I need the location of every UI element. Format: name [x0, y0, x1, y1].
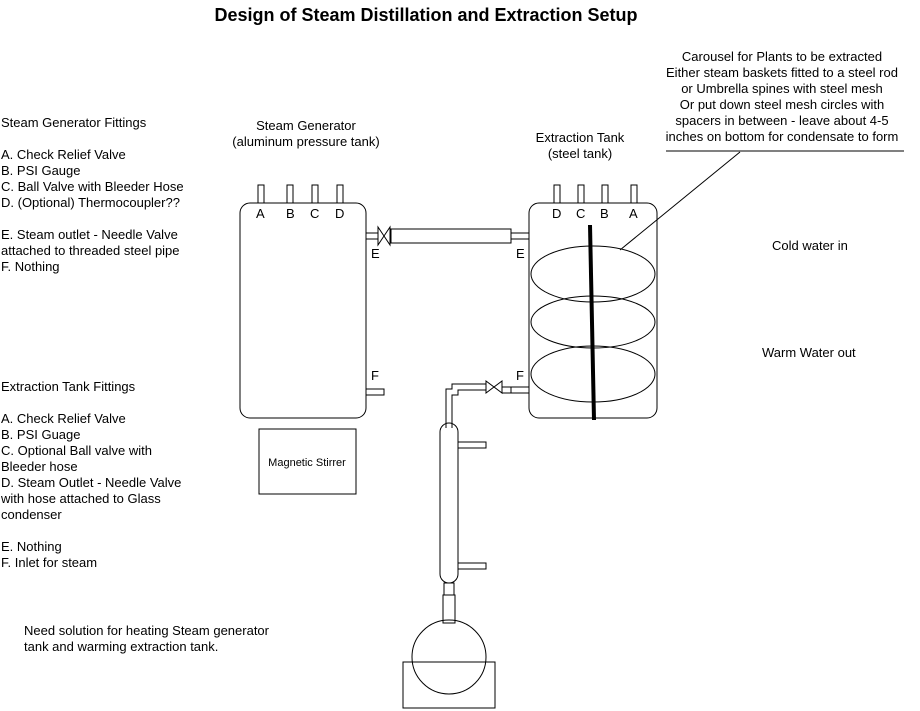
carousel-note-line-6: inches on bottom for condensate to form [665, 129, 899, 144]
sg-port-e [365, 232, 379, 240]
et-fitting-d: D. Steam Outlet - Needle Valve [1, 475, 182, 490]
et-fitting-c-cont: Bleeder hose [1, 459, 78, 474]
et-fitting-e: E. Nothing [1, 539, 62, 554]
et-port-label-d: D [552, 206, 561, 221]
extraction-tank-label: Extraction Tank [535, 130, 625, 145]
extraction-tank [510, 184, 658, 421]
et-port-label-e: E [516, 246, 525, 261]
steam-pipe [390, 228, 530, 244]
sg-port-labels: A B C D E F [256, 206, 380, 383]
sg-port-c [311, 184, 319, 204]
et-fitting-c: C. Optional Ball valve with [1, 443, 153, 458]
sg-port-a [257, 184, 265, 204]
extraction-tank-fittings-heading: Extraction Tank Fittings [1, 379, 136, 394]
heating-note-line-1: Need solution for heating Steam generato… [24, 623, 269, 638]
sg-needle-valve [377, 225, 391, 247]
sg-fitting-e-cont: attached to threaded steel pipe [1, 243, 180, 258]
et-fitting-f: F. Inlet for steam [1, 555, 98, 570]
steam-generator-sublabel: (aluminum pressure tank) [232, 134, 380, 149]
carousel-note-line-4: Or put down steel mesh circles with [679, 97, 885, 112]
et-port-label-b: B [600, 206, 609, 221]
sg-port-label-d: D [335, 206, 344, 221]
condenser-line [445, 380, 512, 428]
sg-fitting-d: D. (Optional) Thermocoupler?? [1, 195, 180, 210]
magnetic-stirrer-label: Magnetic Stirrer [268, 457, 346, 469]
steam-generator-fittings-heading: Steam Generator Fittings [1, 115, 147, 130]
carousel-note-line-2: Either steam baskets fitted to a steel r… [666, 65, 898, 80]
et-port-b [601, 184, 609, 204]
carousel-pointer-line [619, 151, 741, 251]
sg-port-label-e: E [371, 246, 380, 261]
et-port-label-f: F [516, 368, 524, 383]
sg-port-label-b: B [286, 206, 295, 221]
glass-condenser [439, 422, 487, 596]
et-port-labels: D C B A E F [516, 206, 638, 383]
sg-port-label-c: C [310, 206, 319, 221]
et-needle-valve [485, 380, 503, 394]
sg-port-label-f: F [371, 368, 379, 383]
et-fitting-b: B. PSI Guage [1, 427, 81, 442]
flask-heating-mantle [402, 661, 496, 709]
sg-fitting-b: B. PSI Gauge [1, 163, 81, 178]
magnetic-stirrer [258, 428, 357, 495]
heating-note-line-2: tank and warming extraction tank. [24, 639, 219, 654]
carousel-note-line-5: spacers in between - leave about 4-5 [675, 113, 889, 128]
sg-port-b [286, 184, 294, 204]
et-fitting-d-cont2: condenser [1, 507, 62, 522]
collection-flask [411, 594, 487, 695]
et-port-a [630, 184, 638, 204]
et-port-d [553, 184, 561, 204]
sg-fitting-f: F. Nothing [1, 259, 60, 274]
et-port-label-c: C [576, 206, 585, 221]
sg-fitting-e: E. Steam outlet - Needle Valve [1, 227, 178, 242]
et-port-label-a: A [629, 206, 638, 221]
warm-water-out-label: Warm Water out [762, 345, 856, 360]
et-fitting-d-cont: with hose attached to Glass [1, 491, 161, 506]
sg-port-f [365, 388, 385, 396]
extraction-tank-sublabel: (steel tank) [547, 146, 613, 161]
cold-water-in-label: Cold water in [772, 238, 848, 253]
sg-fitting-a: A. Check Relief Valve [1, 147, 126, 162]
sg-fitting-c: C. Ball Valve with Bleeder Hose [1, 179, 184, 194]
carousel-note-line-1: Carousel for Plants to be extracted [681, 49, 883, 64]
sg-port-d [336, 184, 344, 204]
carousel-note-line-3: or Umbrella spines with steel mesh [681, 81, 883, 96]
condenser-water-inlet [457, 562, 487, 570]
et-fitting-a: A. Check Relief Valve [1, 411, 126, 426]
steam-generator-label: Steam Generator [256, 118, 356, 133]
sg-port-label-a: A [256, 206, 265, 221]
et-port-f [510, 386, 530, 394]
diagram-title: Design of Steam Distillation and Extract… [214, 5, 638, 25]
carousel-steel-rod [588, 224, 596, 421]
et-port-c [577, 184, 585, 204]
steam-generator-tank [239, 184, 385, 419]
condenser-water-outlet [457, 441, 487, 449]
